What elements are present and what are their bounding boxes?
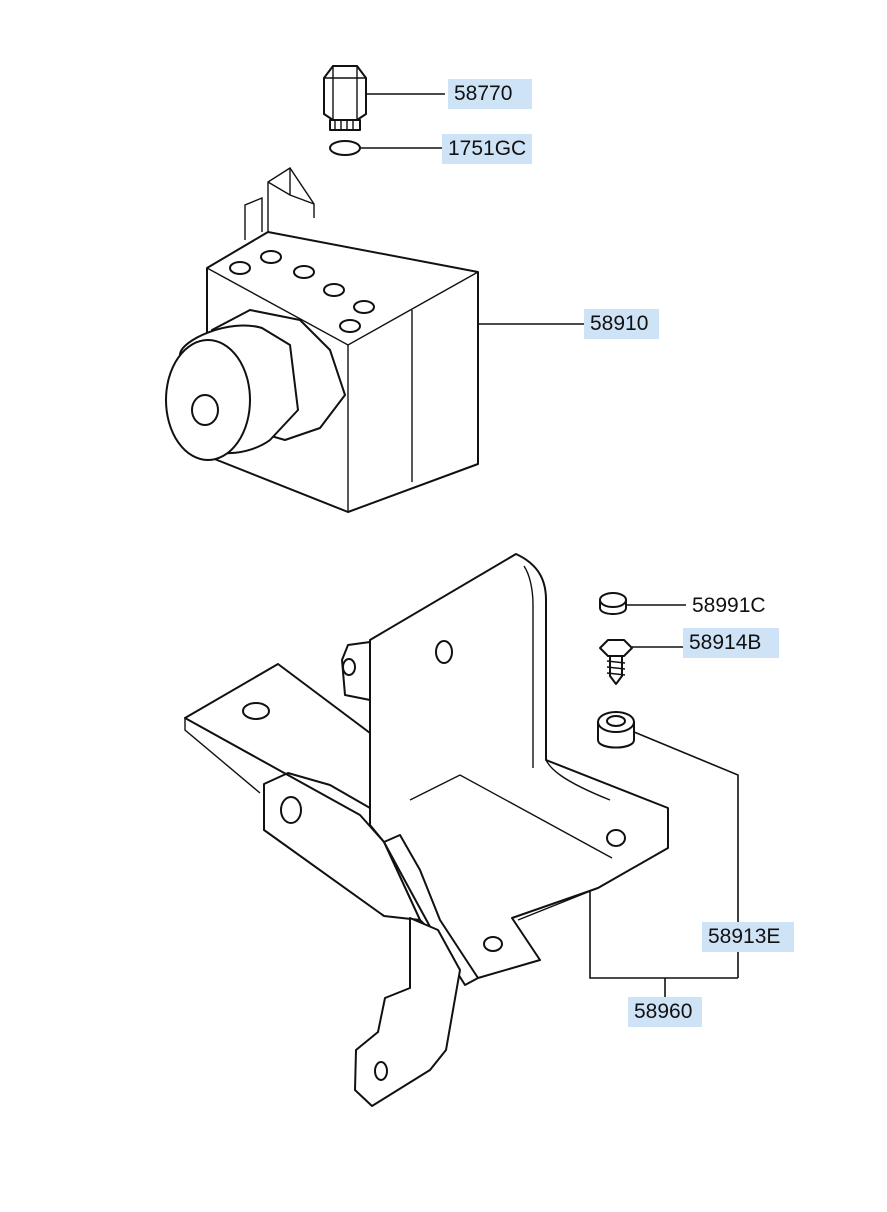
callout-58770[interactable]: 58770 bbox=[448, 79, 532, 109]
callout-58913e[interactable]: 58913E bbox=[702, 922, 794, 952]
bracket-58960[interactable] bbox=[184, 553, 669, 1107]
o-ring-1751gc[interactable] bbox=[329, 140, 361, 156]
callout-58914b[interactable]: 58914B bbox=[683, 628, 779, 658]
cap-58991c[interactable] bbox=[599, 592, 627, 615]
callout-58991c[interactable]: 58991C bbox=[692, 594, 766, 617]
abs-hydraulic-unit-58910[interactable] bbox=[165, 167, 479, 513]
callout-1751gc[interactable]: 1751GC bbox=[442, 134, 532, 164]
bolt-58914b[interactable] bbox=[599, 639, 633, 685]
callout-58960[interactable]: 58960 bbox=[628, 997, 702, 1027]
grommet-58913e[interactable] bbox=[597, 711, 635, 749]
callout-58910[interactable]: 58910 bbox=[584, 309, 659, 339]
plug-58770[interactable] bbox=[323, 65, 367, 131]
leader-lines bbox=[360, 93, 739, 997]
